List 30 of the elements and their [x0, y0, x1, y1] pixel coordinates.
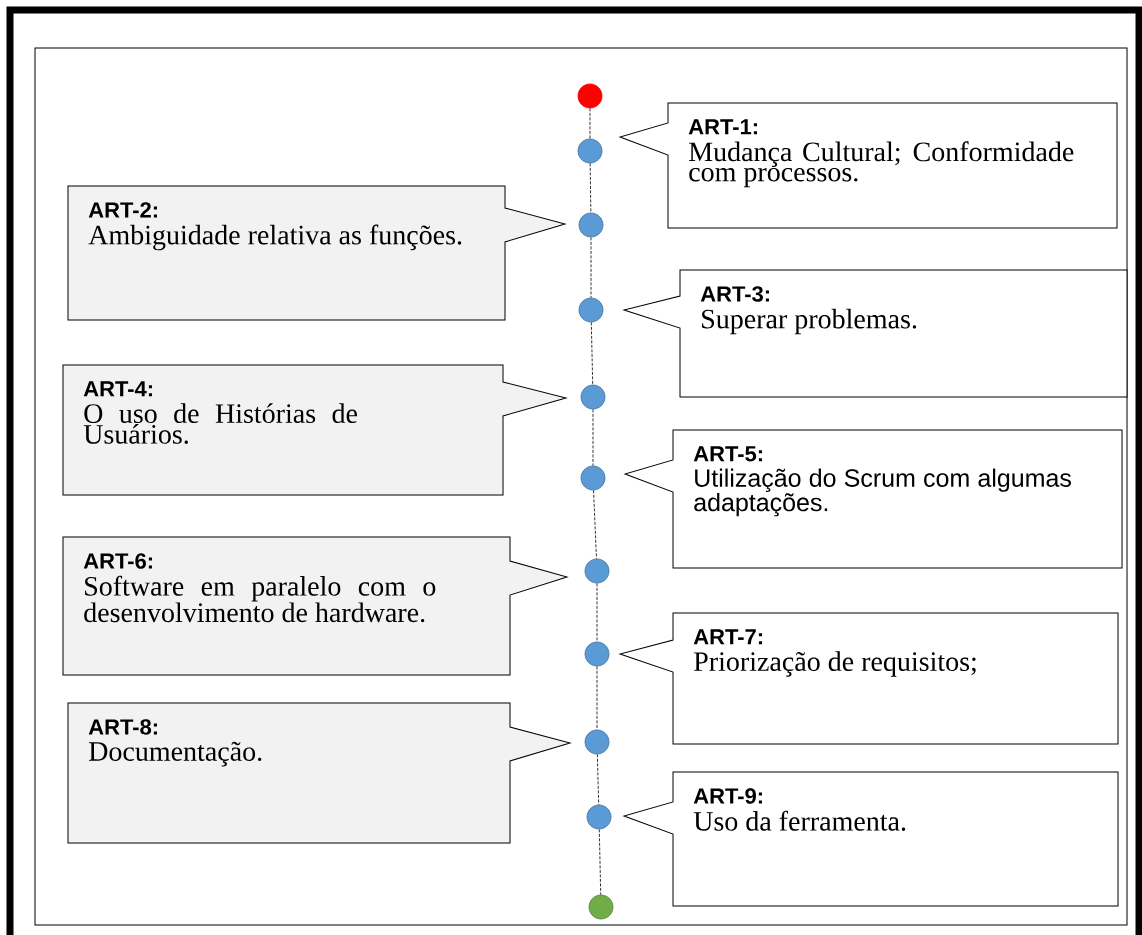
dashed-line: [590, 237, 592, 298]
callout-box: ART-3: Superar problemas.: [623, 269, 1128, 398]
callout-box: ART-1: Mudança Cultural; Conformidade com processos.: [619, 102, 1118, 229]
timeline-dot: [580, 465, 606, 491]
callout-box: ART-4: O uso de Histórias de Usuários.: [62, 364, 567, 496]
timeline-dot: [580, 384, 606, 410]
timeline-dot: [578, 297, 604, 323]
dashed-line: [593, 490, 597, 559]
dashed-line: [589, 108, 591, 139]
timeline-dot: [584, 641, 610, 667]
dashed-line: [596, 666, 598, 730]
dashed-line: [592, 409, 594, 466]
callout-box: ART-2: Ambiguidade relativa as funções.: [67, 185, 566, 321]
callout-box: ART-6: Software em paralelo com o desenvolvimento de hardware.: [62, 536, 568, 676]
dashed-line: [589, 163, 592, 213]
timeline-dot: [577, 138, 603, 164]
callout-box: ART-9: Uso da ferramenta.: [623, 771, 1119, 907]
callout-box: ART-7: Priorização de requisitos;: [619, 612, 1119, 745]
timeline-dot: [584, 558, 610, 584]
dashed-line: [596, 583, 598, 642]
timeline-dot: [578, 212, 604, 238]
dashed-line: [598, 829, 602, 895]
timeline-dot: [584, 729, 610, 755]
start-dot: [577, 83, 603, 109]
dashed-line: [590, 322, 594, 385]
dashed-line: [596, 754, 600, 805]
end-dot: [588, 894, 614, 920]
callout-box: ART-5: Utilização do Scrum com algumas adaptações.: [624, 429, 1123, 569]
timeline-dot: [586, 804, 612, 830]
callout-box: ART-8: Documentação.: [67, 702, 571, 844]
